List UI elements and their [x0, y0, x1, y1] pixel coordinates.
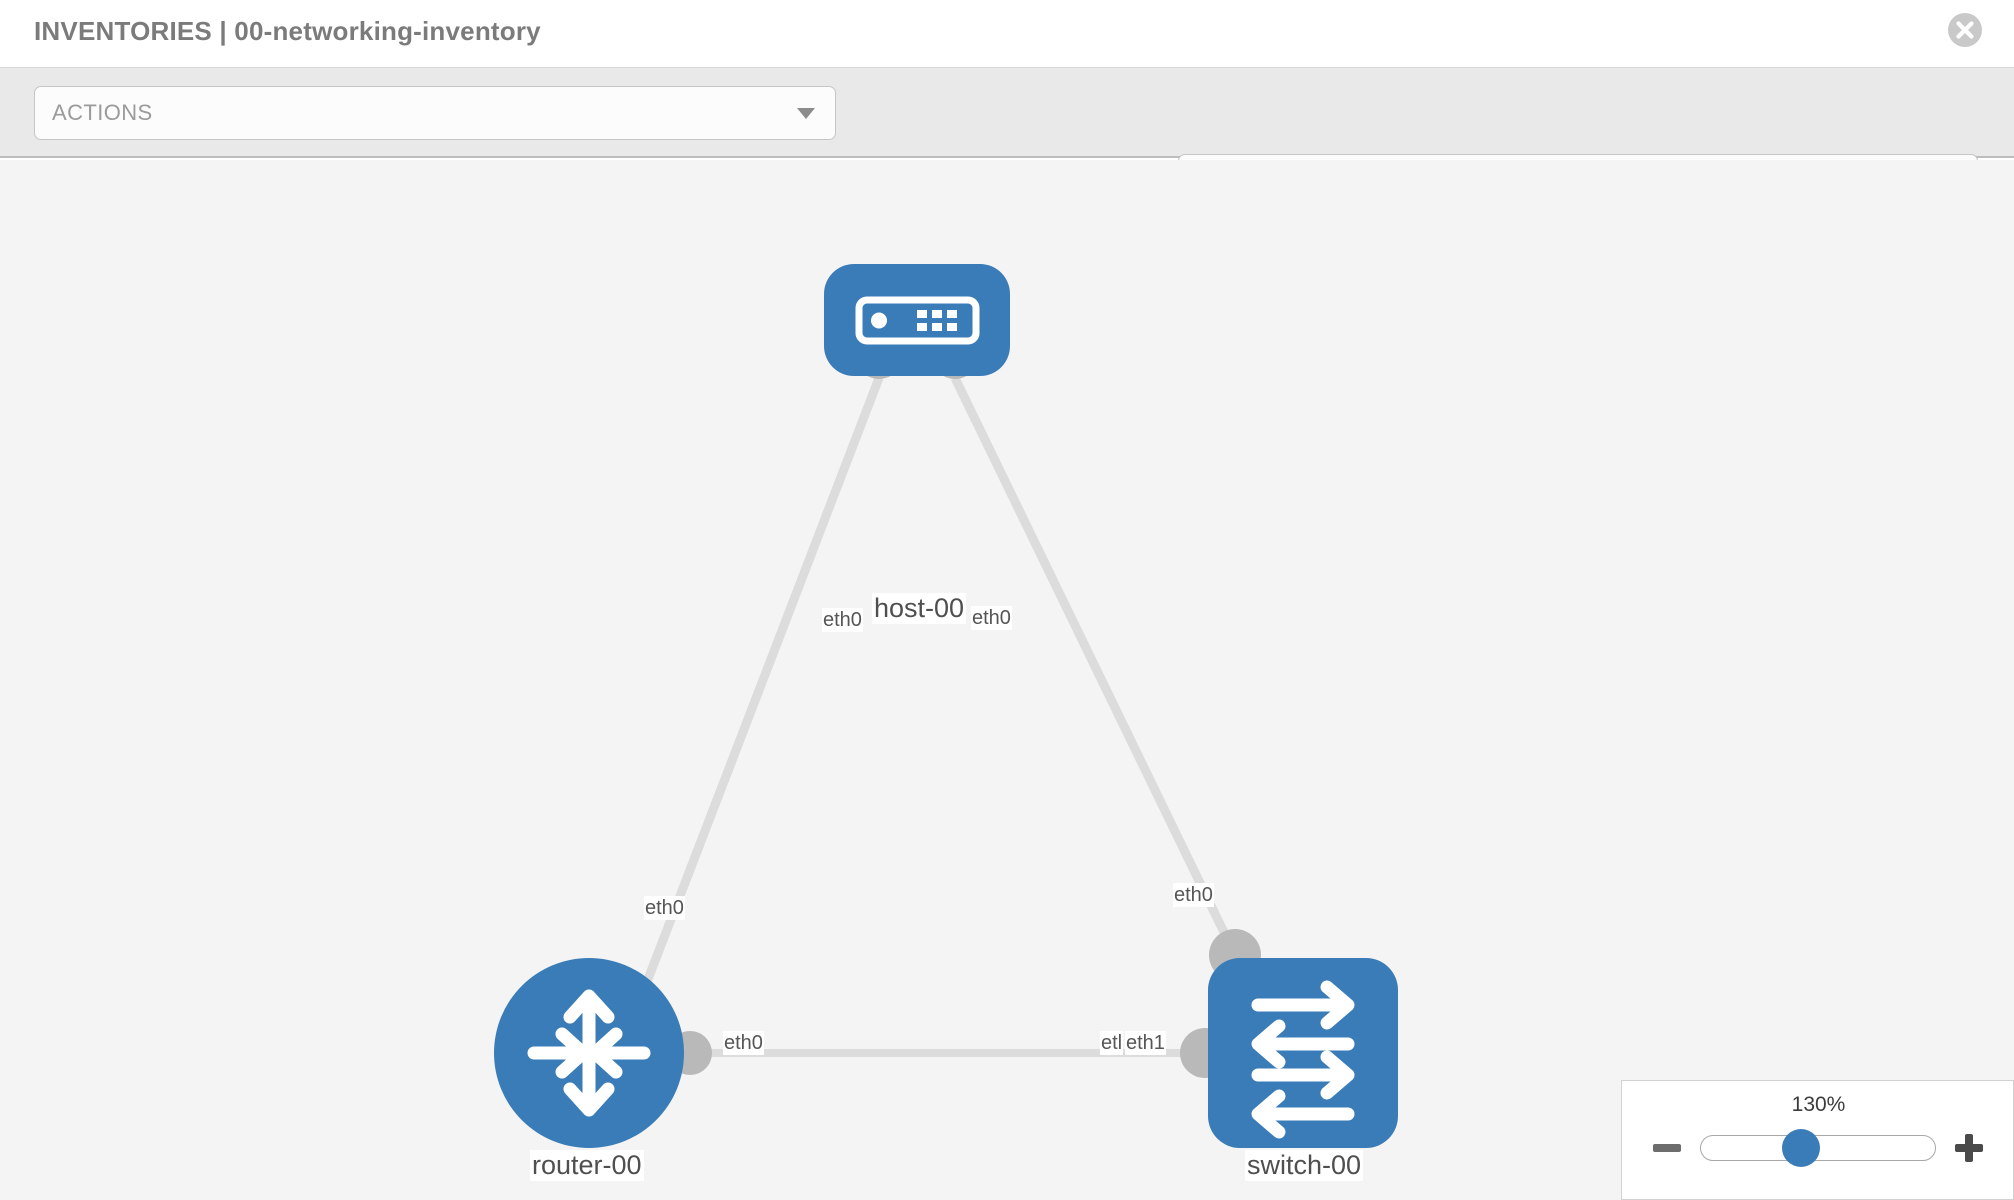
port-label: eth0 [822, 608, 863, 632]
port-label: eth0 [723, 1031, 764, 1055]
port-label: eth1 [1125, 1031, 1166, 1055]
close-icon[interactable] [1946, 11, 1984, 49]
topology-canvas[interactable]: eth0 eth0 eth0 eth0 eth0 etl eth1 host-0… [0, 160, 2014, 1200]
zoom-slider-thumb[interactable] [1782, 1129, 1820, 1167]
link-host-switch[interactable] [950, 376, 1240, 957]
actions-dropdown[interactable]: ACTIONS [34, 86, 836, 140]
switch-arrows-icon [1251, 980, 1355, 1139]
actions-dropdown-label: ACTIONS [52, 100, 153, 125]
node-switch-00[interactable] [1208, 958, 1398, 1148]
server-icon [855, 296, 980, 345]
node-host-00[interactable] [824, 264, 1010, 376]
zoom-control-panel: 130% [1621, 1080, 2014, 1200]
minus-icon[interactable] [1650, 1131, 1684, 1165]
page-title: INVENTORIES | 00-networking-inventory [34, 16, 541, 46]
node-label-switch-00: switch-00 [1245, 1150, 1364, 1182]
node-router-00[interactable] [494, 958, 684, 1148]
port-label: eth0 [1173, 883, 1214, 907]
node-label-host-00: host-00 [872, 593, 967, 625]
port-label: eth0 [644, 896, 685, 920]
zoom-level-value: 130% [1791, 1093, 1846, 1116]
port-label: eth0 [971, 606, 1012, 630]
router-arrows-icon [527, 989, 651, 1117]
toolbar: ACTIONS SEARCH [0, 68, 2014, 208]
chevron-down-icon [797, 108, 815, 119]
plus-icon[interactable] [1952, 1131, 1986, 1165]
node-label-router-00: router-00 [530, 1150, 644, 1182]
topology-graph [494, 264, 1398, 1148]
port-label: etl [1100, 1031, 1124, 1055]
window-header: INVENTORIES | 00-networking-inventory [0, 0, 2014, 68]
